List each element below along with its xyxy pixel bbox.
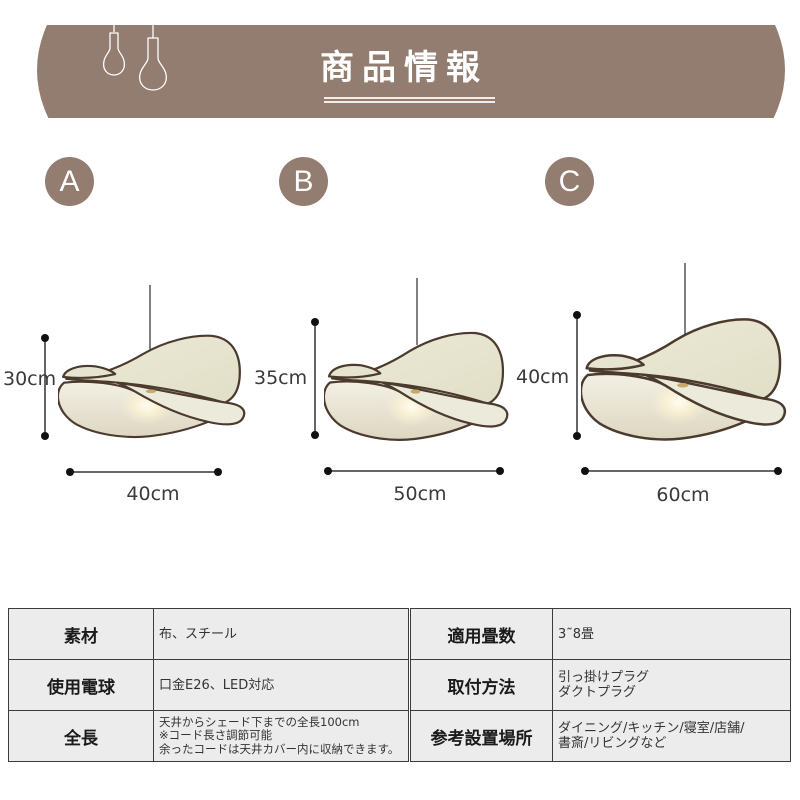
spec-label-material: 素材 <box>8 608 154 660</box>
spec-label-room-size: 適用畳数 <box>410 608 553 660</box>
spec-label-length: 全長 <box>8 710 154 762</box>
bulb-icons <box>102 25 167 91</box>
spec-value-line: ダイニング/キッチン/寝室/店舗/ <box>558 721 745 736</box>
width-label-b: 50cm <box>393 483 447 505</box>
spec-value-line: 布、スチール <box>159 626 238 642</box>
spec-label-location: 参考設置場所 <box>410 710 553 762</box>
spec-value-location: ダイニング/キッチン/寝室/店舗/ 書斎/リビングなど <box>552 710 791 762</box>
spec-value-line: ダクトプラグ <box>558 685 637 700</box>
spec-value-room-size: 3˜8畳 <box>552 608 791 660</box>
spec-value-mounting: 引っ掛けプラグ ダクトプラグ <box>552 659 791 711</box>
spec-label-mounting: 取付方法 <box>410 659 553 711</box>
dimension-lines-b <box>311 318 504 475</box>
variant-badge-a: A <box>45 157 94 206</box>
spec-value-line: 天井からシェード下までの全長100cm <box>159 714 360 729</box>
spec-value-line: 口金E26、LED対応 <box>159 677 275 693</box>
table-row: 適用畳数 3˜8畳 <box>410 608 791 660</box>
title-underline <box>324 97 495 99</box>
table-row: 使用電球 口金E26、LED対応 <box>8 659 409 711</box>
variant-badge-b: B <box>279 157 328 206</box>
pendant-bulb-icon <box>102 25 126 76</box>
spec-value-line: 書斎/リビングなど <box>558 736 667 751</box>
lamp-a <box>58 285 246 439</box>
title-underline <box>324 101 495 103</box>
spec-value-material: 布、スチール <box>153 608 409 660</box>
spec-table-left: 素材 布、スチール 使用電球 口金E26、LED対応 全長 天井からシェード下ま… <box>8 608 409 762</box>
spec-value-bulb: 口金E26、LED対応 <box>153 659 409 711</box>
table-row: 素材 布、スチール <box>8 608 409 660</box>
width-label-c: 60cm <box>656 484 710 506</box>
spec-value-line: 引っ掛けプラグ <box>558 670 650 685</box>
page-title: 商品情報 <box>320 48 488 88</box>
lamp-illustrations <box>41 263 787 476</box>
pendant-bulb-icon <box>139 25 167 91</box>
spec-value-line: ※コード長さ調節可能 <box>159 728 273 743</box>
spec-value-length: 天井からシェード下までの全長100cm ※コード長さ調節可能 余ったコードは天井… <box>153 710 409 762</box>
height-label-a: 30cm <box>3 368 57 390</box>
height-label-c: 40cm <box>516 366 570 388</box>
lamp-b <box>324 278 509 441</box>
spec-value-line: 余ったコードは天井カバー内に収納できます。 <box>159 741 400 756</box>
width-label-a: 40cm <box>126 483 180 505</box>
lamp-c <box>581 263 787 441</box>
spec-label-bulb: 使用電球 <box>8 659 154 711</box>
spec-table-right: 適用畳数 3˜8畳 取付方法 引っ掛けプラグ ダクトプラグ 参考設置場所 ダイニ… <box>410 608 791 762</box>
spec-value-line: 3˜8畳 <box>558 626 595 642</box>
dimension-lines-a <box>41 334 222 476</box>
table-row: 取付方法 引っ掛けプラグ ダクトプラグ <box>410 659 791 711</box>
height-label-b: 35cm <box>254 367 308 389</box>
table-row: 全長 天井からシェード下までの全長100cm ※コード長さ調節可能 余ったコード… <box>8 710 409 762</box>
table-row: 参考設置場所 ダイニング/キッチン/寝室/店舗/ 書斎/リビングなど <box>410 710 791 762</box>
variant-badge-c: C <box>545 157 594 206</box>
dimension-lines-c <box>573 311 782 475</box>
